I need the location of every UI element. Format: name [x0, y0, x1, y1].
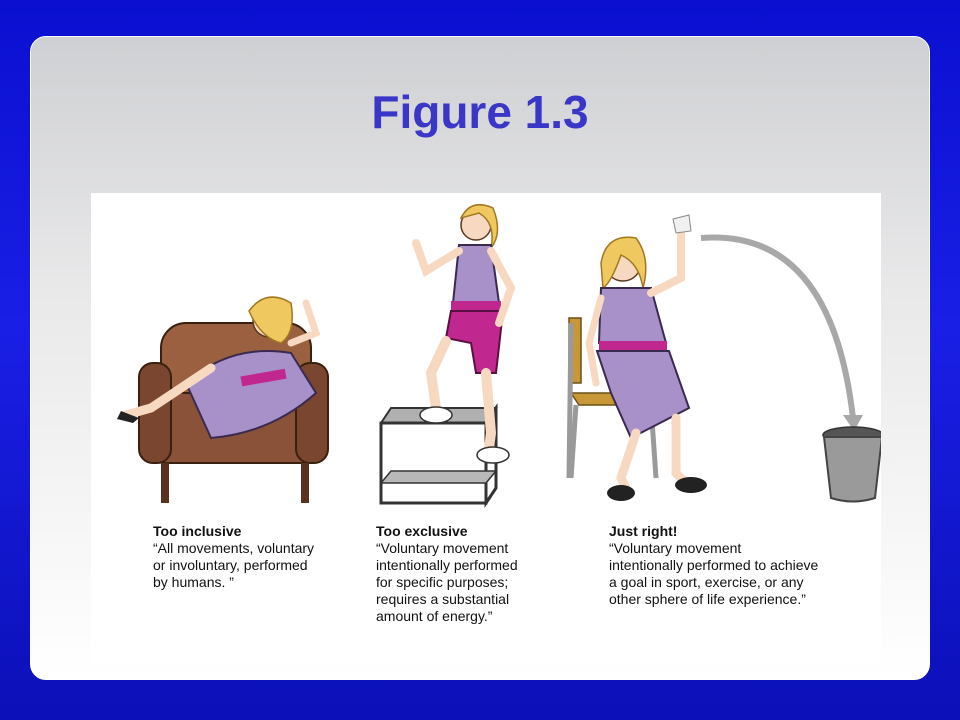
- lounging-woman-illustration: [117, 296, 321, 440]
- caption-too-exclusive: Too exclusive “Voluntary movement intent…: [376, 523, 576, 625]
- caption-text: “Voluntary movement intentionally perfor…: [376, 540, 518, 624]
- caption-text: “Voluntary movement intentionally perfor…: [609, 540, 819, 607]
- trash-can-illustration: [822, 426, 881, 503]
- slide-title: Figure 1.3: [371, 86, 589, 138]
- figure-artwork: [117, 203, 881, 508]
- slide-panel: Figure 1.3: [30, 36, 930, 680]
- caption-too-inclusive: Too inclusive “All movements, voluntary …: [153, 523, 353, 591]
- stepping-woman-illustration: [412, 203, 516, 464]
- caption-heading: Too exclusive: [376, 523, 468, 539]
- seated-woman-illustration: [585, 214, 707, 501]
- caption-heading: Too inclusive: [153, 523, 242, 539]
- caption-heading: Just right!: [609, 523, 678, 539]
- caption-text: “All movements, voluntary or involuntary…: [153, 540, 315, 590]
- caption-just-right: Just right! “Voluntary movement intentio…: [609, 523, 869, 608]
- figure-illustration: Too inclusive “All movements, voluntary …: [91, 193, 881, 665]
- throw-arc-arrow: [700, 234, 863, 431]
